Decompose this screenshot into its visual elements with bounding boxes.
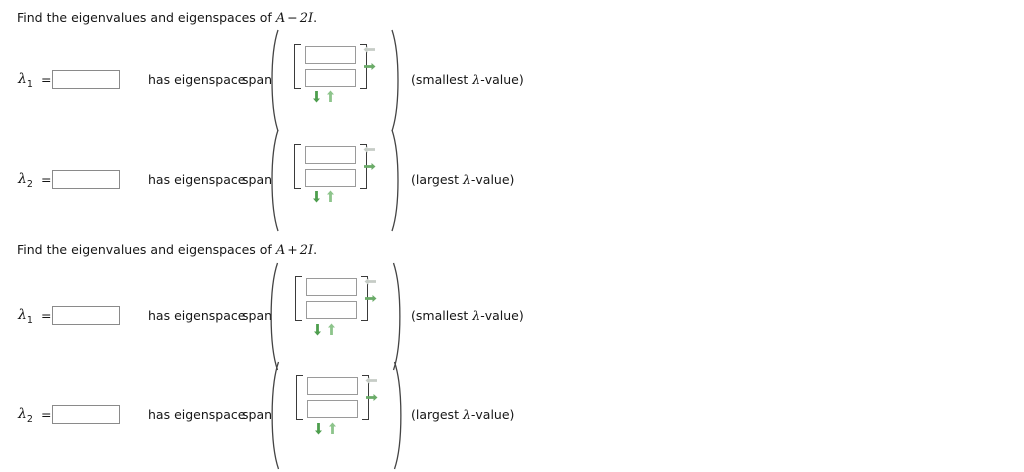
matrix-symbol: A — [275, 11, 286, 26]
value-note: (smallest λ-value) — [411, 72, 524, 87]
left-arrow-disabled-icon[interactable] — [362, 42, 377, 57]
up-arrow-icon[interactable] — [323, 89, 338, 104]
lambda-label: λ2 — [18, 171, 33, 190]
vector-cell-0[interactable] — [305, 146, 356, 164]
has-eigenspace-label: has eigenspace — [148, 172, 246, 187]
bracket-left — [294, 44, 301, 89]
vector-cell-0[interactable] — [305, 46, 356, 64]
eigenvector-matrix — [295, 276, 368, 321]
right-paren — [391, 261, 406, 372]
eigenvalue-input[interactable] — [52, 170, 120, 189]
right-arrow-icon[interactable] — [362, 59, 377, 74]
prompt-text-lead: Find the eigenvalues and eigenspaces of — [17, 10, 272, 25]
left-arrow-disabled-icon[interactable] — [364, 373, 379, 388]
equals-sign: = — [41, 407, 52, 422]
eigenvector-matrix — [294, 44, 367, 89]
span-label: span — [242, 72, 273, 87]
left-arrow-disabled-icon[interactable] — [363, 274, 378, 289]
left-paren — [265, 261, 280, 372]
equals-sign: = — [41, 308, 52, 323]
operator-symbol: + — [287, 242, 298, 257]
vector-cell-1[interactable] — [305, 69, 356, 87]
section-prompt-1: Find the eigenvalues and eigenspaces of … — [17, 10, 317, 26]
right-paren — [390, 128, 404, 233]
up-arrow-icon[interactable] — [324, 322, 339, 337]
vector-cell-1[interactable] — [306, 301, 357, 319]
span-label: span — [242, 308, 273, 323]
has-eigenspace-label: has eigenspace — [148, 72, 246, 87]
operator-symbol: − — [287, 10, 298, 25]
has-eigenspace-label: has eigenspace — [148, 407, 246, 422]
prompt-period: . — [313, 242, 318, 257]
down-arrow-icon[interactable] — [311, 421, 326, 436]
up-arrow-icon[interactable] — [325, 421, 340, 436]
value-note: (smallest λ-value) — [411, 308, 524, 323]
value-note: (largest λ-value) — [411, 407, 515, 422]
right-arrow-icon[interactable] — [363, 291, 378, 306]
vector-cell-1[interactable] — [305, 169, 356, 187]
left-paren — [266, 128, 280, 233]
eigenvalue-input[interactable] — [52, 306, 120, 325]
up-arrow-icon[interactable] — [323, 189, 338, 204]
right-paren — [392, 360, 407, 471]
prompt-text-lead: Find the eigenvalues and eigenspaces of — [17, 242, 272, 257]
bracket-left — [295, 276, 302, 321]
prompt-period: . — [313, 10, 318, 25]
term-symbol: 2I — [299, 243, 314, 258]
equals-sign: = — [41, 172, 52, 187]
left-paren — [266, 360, 281, 471]
bracket-left — [294, 144, 301, 189]
lambda-label: λ2 — [18, 406, 33, 425]
vector-cell-1[interactable] — [307, 400, 358, 418]
value-note: (largest λ-value) — [411, 172, 515, 187]
left-paren — [266, 28, 280, 133]
right-arrow-icon[interactable] — [362, 159, 377, 174]
eigenvector-matrix — [296, 375, 369, 420]
eigenvalue-input[interactable] — [52, 405, 120, 424]
span-label: span — [242, 407, 273, 422]
eigenvector-matrix — [294, 144, 367, 189]
eigenvalue-input[interactable] — [52, 70, 120, 89]
down-arrow-icon[interactable] — [309, 89, 324, 104]
right-paren — [390, 28, 404, 133]
matrix-symbol: A — [275, 243, 286, 258]
lambda-label: λ1 — [18, 71, 33, 90]
lambda-label: λ1 — [18, 307, 33, 326]
section-prompt-2: Find the eigenvalues and eigenspaces of … — [17, 242, 317, 258]
span-label: span — [242, 172, 273, 187]
right-arrow-icon[interactable] — [364, 390, 379, 405]
equals-sign: = — [41, 72, 52, 87]
term-symbol: 2I — [299, 11, 314, 26]
has-eigenspace-label: has eigenspace — [148, 308, 246, 323]
down-arrow-icon[interactable] — [310, 322, 325, 337]
left-arrow-disabled-icon[interactable] — [362, 142, 377, 157]
vector-cell-0[interactable] — [307, 377, 358, 395]
bracket-left — [296, 375, 303, 420]
down-arrow-icon[interactable] — [309, 189, 324, 204]
vector-cell-0[interactable] — [306, 278, 357, 296]
